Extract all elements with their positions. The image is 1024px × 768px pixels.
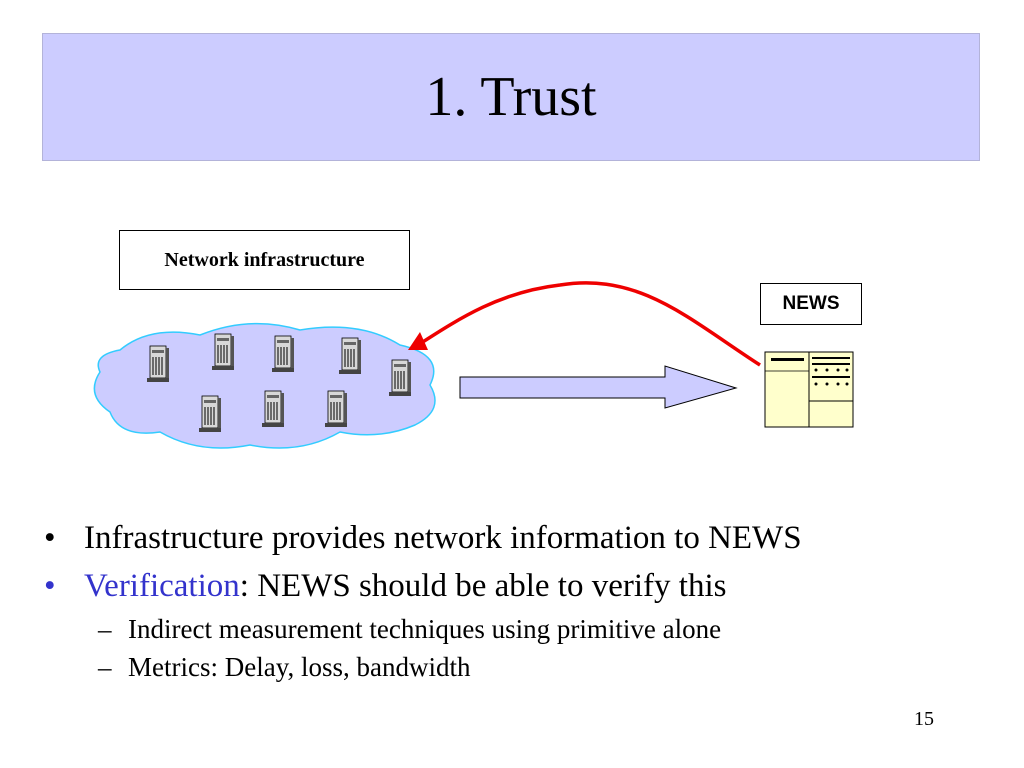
server-icon (198, 395, 222, 433)
bullet-text: Infrastructure provides network informat… (84, 520, 802, 556)
server-icon (338, 337, 362, 375)
slide-title-bar: 1. Trust (42, 33, 980, 161)
server-icon (271, 335, 295, 373)
bullet-list: • Infrastructure provides network inform… (44, 514, 1004, 686)
network-infrastructure-text: Network infrastructure (164, 248, 365, 271)
server-icon (211, 333, 235, 371)
server-icon (261, 390, 285, 428)
slide-title: 1. Trust (425, 66, 597, 128)
bullet-marker: • (44, 568, 56, 604)
sub-bullet-text: Metrics: Delay, loss, bandwidth (128, 652, 471, 682)
verification-rest: : NEWS should be able to verify this (239, 568, 727, 604)
news-panel-icon (764, 351, 854, 428)
page-number: 15 (914, 708, 934, 730)
bullet-item: • Infrastructure provides network inform… (44, 514, 1004, 562)
sub-bullet-item: – Metrics: Delay, loss, bandwidth (44, 648, 1004, 686)
block-arrow (459, 365, 738, 409)
bullet-marker: • (44, 520, 56, 556)
curved-arrow (417, 281, 761, 367)
server-icon (388, 359, 412, 397)
news-label-text: NEWS (782, 293, 840, 314)
sub-bullet-item: – Indirect measurement techniques using … (44, 610, 1004, 648)
sub-bullet-text: Indirect measurement techniques using pr… (128, 614, 722, 644)
network-cloud-shape (93, 322, 436, 449)
curved-arrow-head (408, 332, 428, 350)
sub-bullet-marker: – (98, 614, 112, 644)
sub-bullet-marker: – (98, 652, 112, 682)
news-label: NEWS (760, 283, 862, 325)
network-infrastructure-label: Network infrastructure (119, 230, 410, 290)
server-icon (324, 390, 348, 428)
verification-term: Verification (84, 568, 240, 604)
bullet-text: Verification: NEWS should be able to ver… (84, 562, 726, 610)
server-icon (146, 345, 170, 383)
bullet-item: • Verification: NEWS should be able to v… (44, 562, 1004, 610)
